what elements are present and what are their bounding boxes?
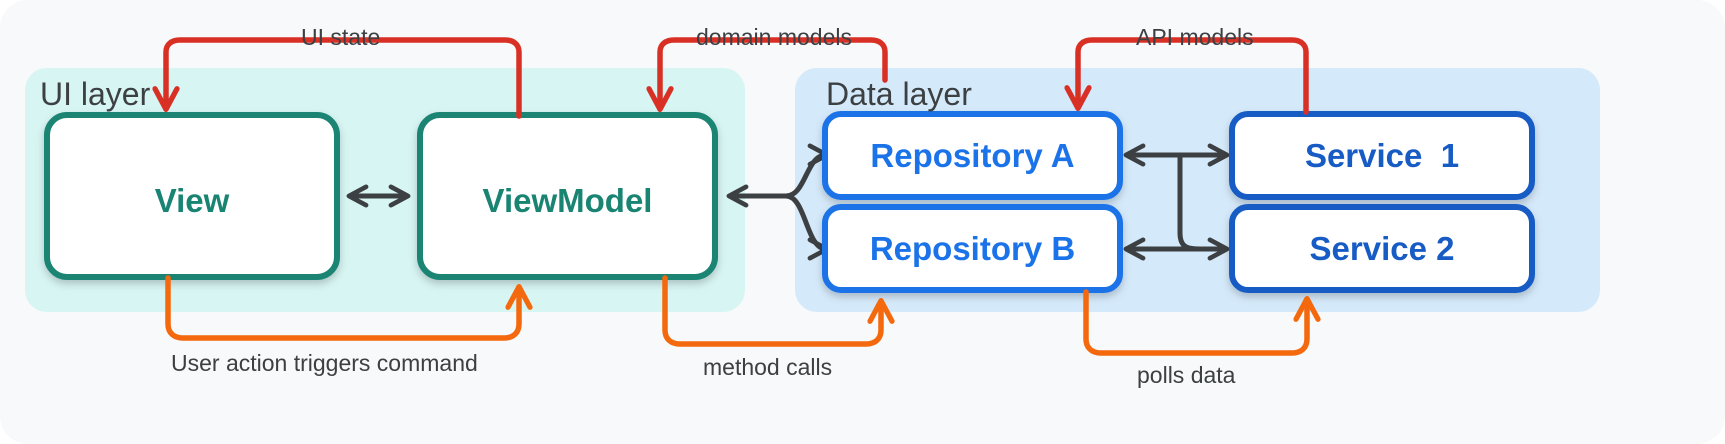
node-service-1[interactable] (1229, 111, 1535, 200)
node-viewmodel[interactable] (417, 112, 718, 280)
edge-ui-state-arrow (152, 37, 522, 119)
edge-method-calls-arrow (662, 275, 895, 347)
edge-domain-models-arrow (646, 37, 888, 113)
node-view[interactable] (44, 112, 340, 280)
edge-polls-data-arrow (1083, 289, 1321, 356)
node-repository-b[interactable] (822, 204, 1123, 293)
edge-user-action-arrow (165, 275, 533, 341)
edge-api-models-arrow (1064, 37, 1309, 115)
node-repository-a[interactable] (822, 111, 1123, 200)
node-service-2[interactable] (1229, 204, 1535, 293)
edge-viewmodel-repositories (726, 143, 830, 261)
